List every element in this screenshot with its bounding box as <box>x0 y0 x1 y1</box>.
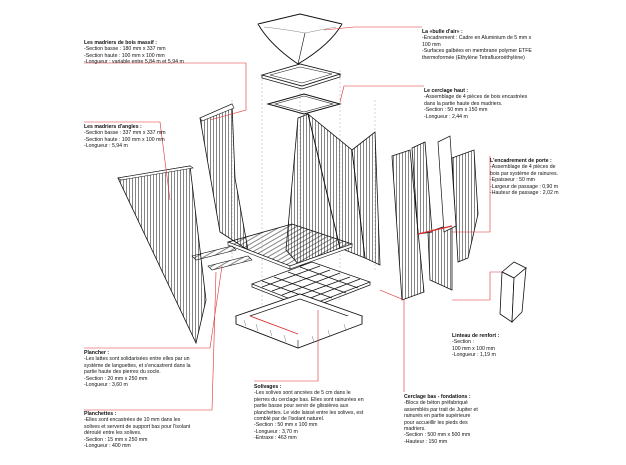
annotation-line: dans la partie haute des madriers. <box>424 100 503 107</box>
annotation-solivages: Solivages : -Les solives sont ancrées de… <box>254 384 394 442</box>
plancher-floor <box>226 223 354 270</box>
annotation-encadrement-porte: L'encadrement de porte : -Assemblage de … <box>490 158 600 196</box>
annotation-line: -Section : 500 mm x 500 mm <box>404 432 471 439</box>
annotation-line: -Section basse : 337 mm x 337 mm <box>84 130 166 137</box>
annotation-madriers-massif: Les madriers de bois massif : -Section b… <box>84 40 234 66</box>
annotation-title: Planchettes : <box>84 411 117 417</box>
annotation-line: -Assemblage de 4 pièces de bois encastré… <box>424 94 528 101</box>
annotation-line: -Blocs de béton préfabriqué <box>404 400 468 407</box>
annotation-title: L'encadrement de porte : <box>490 158 552 164</box>
annotation-line: -Section haute : 100 mm x 100 mm <box>84 52 165 59</box>
annotation-line: comblé par de l'isolant naturel. <box>254 416 325 423</box>
annotation-line: 100 mm x 100 mm <box>452 345 495 352</box>
annotation-line: -Section : <box>452 339 474 346</box>
bulle-air-frame <box>260 63 342 90</box>
annotation-bulle-air: La «bulle d'air» : -Encadrement : Cadre … <box>422 29 572 61</box>
annotation-title: Les madriers de bois massif : <box>84 40 157 46</box>
annotation-line: -Encadrement : Cadre en Aluminium de 5 m… <box>422 35 532 42</box>
annotation-title: Linteau de renfort : <box>452 333 500 339</box>
linteau-renfort <box>499 261 527 324</box>
annotation-line: -Surfaces galbées en membrane polymer ET… <box>422 48 532 55</box>
annotation-line: système de languettes, et s'encastrent d… <box>84 362 191 369</box>
annotation-line: -Longueur : 3,70 m <box>254 428 298 435</box>
annotation-line: -Epaisseur : 50 mm <box>490 177 535 184</box>
annotation-line: -Hauteur de passage : 2,02 m <box>490 190 559 197</box>
annotation-line: -Longueur : 400 mm <box>84 443 131 450</box>
annotation-line: madriers. <box>404 426 426 433</box>
annotation-title: Solivages : <box>254 384 282 390</box>
annotation-line: pierres du cerclage bas. Elles sont rain… <box>254 396 364 403</box>
annotation-title: Plancher : <box>84 350 110 356</box>
annotation-title: La «bulle d'air» : <box>422 29 463 35</box>
annotation-line: -Les solives sont ancrées de 5 cm dans l… <box>254 390 351 397</box>
annotation-title: Cerclage bas - fondations : <box>404 394 471 400</box>
annotation-line: -Largeur de passage : 0,90 m <box>490 183 559 190</box>
annotation-line: partie basse pour servir de glissières a… <box>254 403 349 410</box>
annotation-line: -Elles sont encastrées de 10 mm dans les <box>84 417 181 424</box>
annotation-line: -Entraxe : 463 mm <box>254 435 297 442</box>
annotation-line: partie haute des pierres du socle. <box>84 369 161 376</box>
annotation-line: assemblés par trait de Jupiter et <box>404 406 478 413</box>
annotation-line: -Section : 15 mm x 250 mm <box>84 436 148 443</box>
annotation-line: -Longueur : 2,44 m <box>424 113 468 120</box>
annotation-line: thermoformée (Ethylène Tetrafluoroéthylè… <box>422 54 525 61</box>
annotation-line: solives et servent de support bas pour l… <box>84 423 191 430</box>
annotation-title: Les madriers d'angles : <box>84 124 142 130</box>
door-frame <box>391 135 479 301</box>
annotation-line: -Les lattes sont solidarisées entre elle… <box>84 356 190 363</box>
annotation-line: rainurés en partie supérieure <box>404 413 471 420</box>
annotation-linteau: Linteau de renfort : -Section : 100 mm x… <box>452 333 552 359</box>
annotation-line: bois par système de rainures. <box>490 170 559 177</box>
annotation-madriers-angles: Les madriers d'angles : -Section basse :… <box>84 124 224 150</box>
annotation-cerclage-haut: Le cerclage haut : -Assemblage de 4 pièc… <box>424 88 574 120</box>
annotation-line: -Hauteur : 150 mm <box>404 438 448 445</box>
annotation-line: -Section haute : 100 mm x 100 mm <box>84 136 165 143</box>
annotation-line: -Section basse : 180 mm x 337 mm <box>84 46 166 53</box>
annotation-title: Le cerclage haut : <box>424 88 469 94</box>
madrier-panel-back <box>351 131 381 266</box>
bulle-air-membrane <box>257 13 343 65</box>
annotation-line: pour accueillir les pieds des <box>404 419 468 426</box>
annotation-line: -Longueur : 1,19 m <box>452 352 496 359</box>
annotation-line: -Longueur : 3,60 m <box>84 382 128 389</box>
annotation-line: -Section : 50 mm x 100 mm <box>254 422 318 429</box>
madrier-angle-left <box>199 103 249 251</box>
annotation-line: -Longueur : 5,94 m <box>84 143 128 150</box>
cerclage-haut-ring <box>266 93 342 115</box>
annotation-line: -Section : 20 mm x 250 mm <box>84 375 148 382</box>
madrier-panel-left <box>117 165 207 345</box>
annotation-cerclage-bas: Cerclage bas - fondations : -Blocs de bé… <box>404 394 514 445</box>
leader-lines <box>84 26 502 411</box>
annotation-line: 100 mm <box>422 41 441 48</box>
annotation-line: -Assemblage de 4 pièces de <box>490 164 556 171</box>
annotation-line: déroulé entre les solives. <box>84 430 142 437</box>
cerclage-bas-foundation <box>234 293 364 349</box>
planchettes <box>191 245 253 271</box>
annotation-line: -Longueur : variable entre 5,84 m et 5,9… <box>84 59 184 66</box>
annotation-plancher: Plancher : -Les lattes sont solidarisées… <box>84 350 234 388</box>
annotation-line: -Section : 50 mm x 150 mm <box>424 107 488 114</box>
annotation-line: planchettes. Le vide laissé entre les so… <box>254 409 364 416</box>
annotation-planchettes: Planchettes : -Elles sont encastrées de … <box>84 411 234 449</box>
